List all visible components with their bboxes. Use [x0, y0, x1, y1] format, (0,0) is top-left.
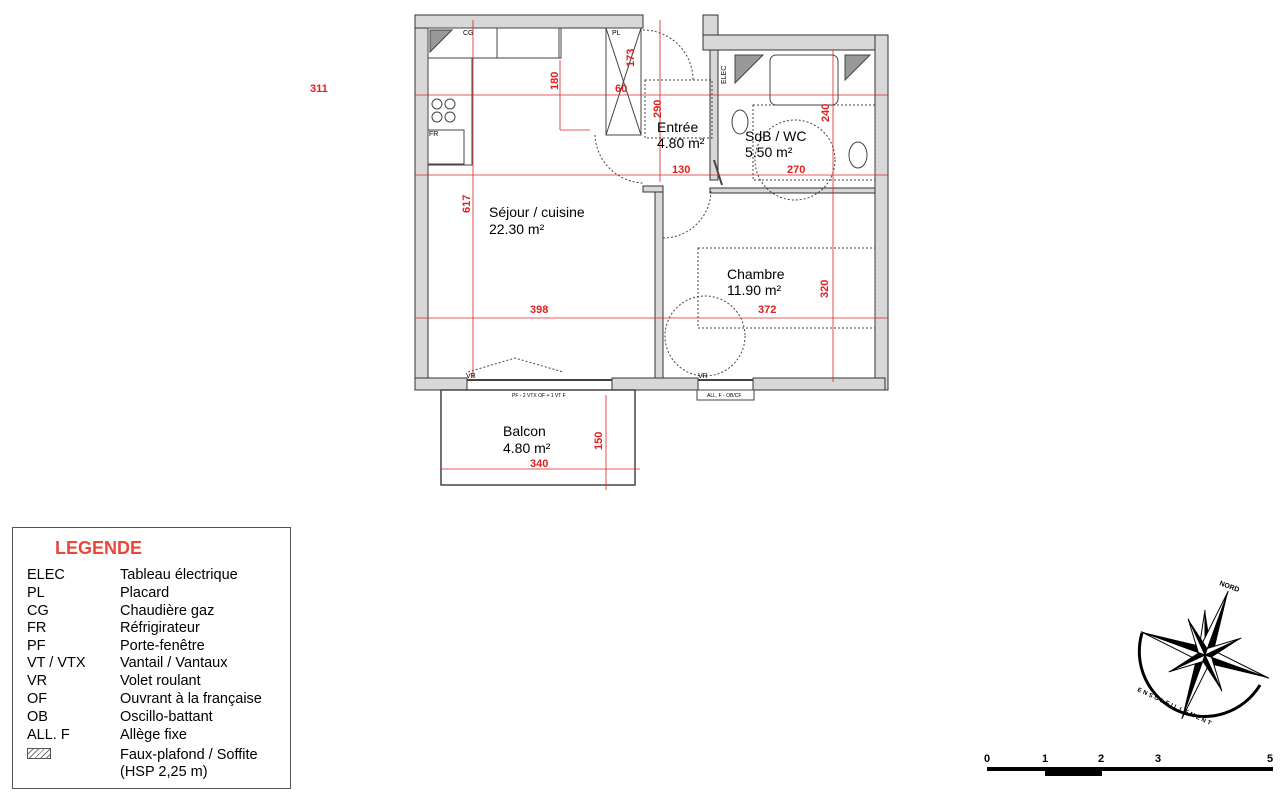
dim-617: 617: [461, 195, 473, 213]
legend-desc: Porte-fenêtre: [120, 638, 205, 654]
legend-desc: Tableau électrique: [120, 567, 238, 583]
dim-180: 180: [549, 72, 561, 90]
label-allege: ALL. F - OB/CF: [707, 393, 741, 399]
dim-290: 290: [652, 100, 664, 118]
label-pf: PF - 2 VTX OF + 1 VT F: [512, 393, 566, 399]
legend-desc: Placard: [120, 585, 170, 601]
compass-north-label: NORD: [1218, 580, 1240, 594]
label-vr-2: VR: [698, 373, 708, 380]
room-name-sejour: Séjour / cuisine: [489, 204, 585, 220]
legend-desc: Chaudière gaz: [120, 603, 215, 619]
fixtures: [427, 27, 876, 486]
legend-key: FR: [27, 620, 47, 636]
dim-398: 398: [530, 304, 548, 316]
dim-320: 320: [819, 280, 831, 298]
dim-130: 130: [672, 164, 690, 176]
dim-240: 240: [820, 104, 832, 122]
scale-tick-1: 1: [1042, 753, 1049, 765]
legend-key: ALL. F: [27, 727, 70, 743]
label-cg: CG: [463, 30, 474, 37]
legend-key: PL: [27, 585, 45, 601]
label-fr: FR: [429, 131, 438, 138]
legend-desc: Vantail / Vantaux: [120, 655, 228, 671]
legend-title: LEGENDE: [55, 538, 143, 558]
room-name-balcon: Balcon: [503, 423, 546, 439]
room-area-sdb: 5.50 m²: [745, 144, 793, 160]
scale-tick-0: 0: [984, 753, 991, 765]
dimension-lines: [415, 20, 888, 490]
dim-372: 372: [758, 304, 776, 316]
legend-key: VR: [27, 673, 48, 689]
scale-tick-5: 5: [1267, 753, 1274, 765]
compass-sun-label: ENSOLEILLEMENT: [1136, 687, 1213, 727]
room-name-chambre: Chambre: [727, 266, 785, 282]
label-vr-1: VR: [466, 373, 476, 380]
room-name-sdb: SdB / WC: [745, 128, 806, 144]
legend-desc: Ouvrant à la française: [120, 691, 262, 707]
hatch-swatch-icon: [27, 748, 51, 759]
dim-311: 311: [310, 83, 328, 95]
scale-bar: [987, 767, 1273, 776]
legend-desc: Réfrigirateur: [120, 620, 200, 636]
legend: LEGENDE ELEC Tableau électrique PL Placard…: [12, 527, 291, 789]
legend-key: VT / VTX: [27, 655, 86, 671]
legend-desc: Allège fixe: [120, 727, 187, 743]
room-name-entree: Entrée: [657, 119, 698, 135]
legend-key: ELEC: [27, 567, 65, 583]
legend-desc: Faux-plafond / Soffite: [120, 747, 258, 763]
room-area-chambre: 11.90 m²: [727, 282, 782, 298]
walls: [414, 14, 889, 391]
dim-340: 340: [530, 458, 548, 470]
label-pl: PL: [612, 30, 621, 37]
scale-tick-2: 2: [1098, 753, 1105, 765]
dim-270: 270: [787, 164, 805, 176]
legend-key: PF: [27, 638, 46, 654]
legend-desc: (HSP 2,25 m): [120, 764, 208, 780]
room-area-sejour: 22.30 m²: [489, 221, 545, 237]
dim-150: 150: [593, 432, 605, 450]
legend-desc: Volet roulant: [120, 673, 201, 689]
room-area-entree: 4.80 m²: [657, 135, 705, 151]
room-area-balcon: 4.80 m²: [503, 440, 551, 456]
scale-tick-3: 3: [1155, 753, 1162, 765]
legend-key: OB: [27, 709, 48, 725]
dim-173: 173: [625, 49, 637, 67]
dim-60: 60: [615, 83, 627, 95]
label-elec: ELEC: [721, 66, 728, 84]
legend-key: CG: [27, 603, 49, 619]
legend-key: OF: [27, 691, 48, 707]
compass-rose-icon: NORD ENSOLEILLEMENT: [1136, 580, 1270, 728]
legend-desc: Oscillo-battant: [120, 709, 213, 725]
